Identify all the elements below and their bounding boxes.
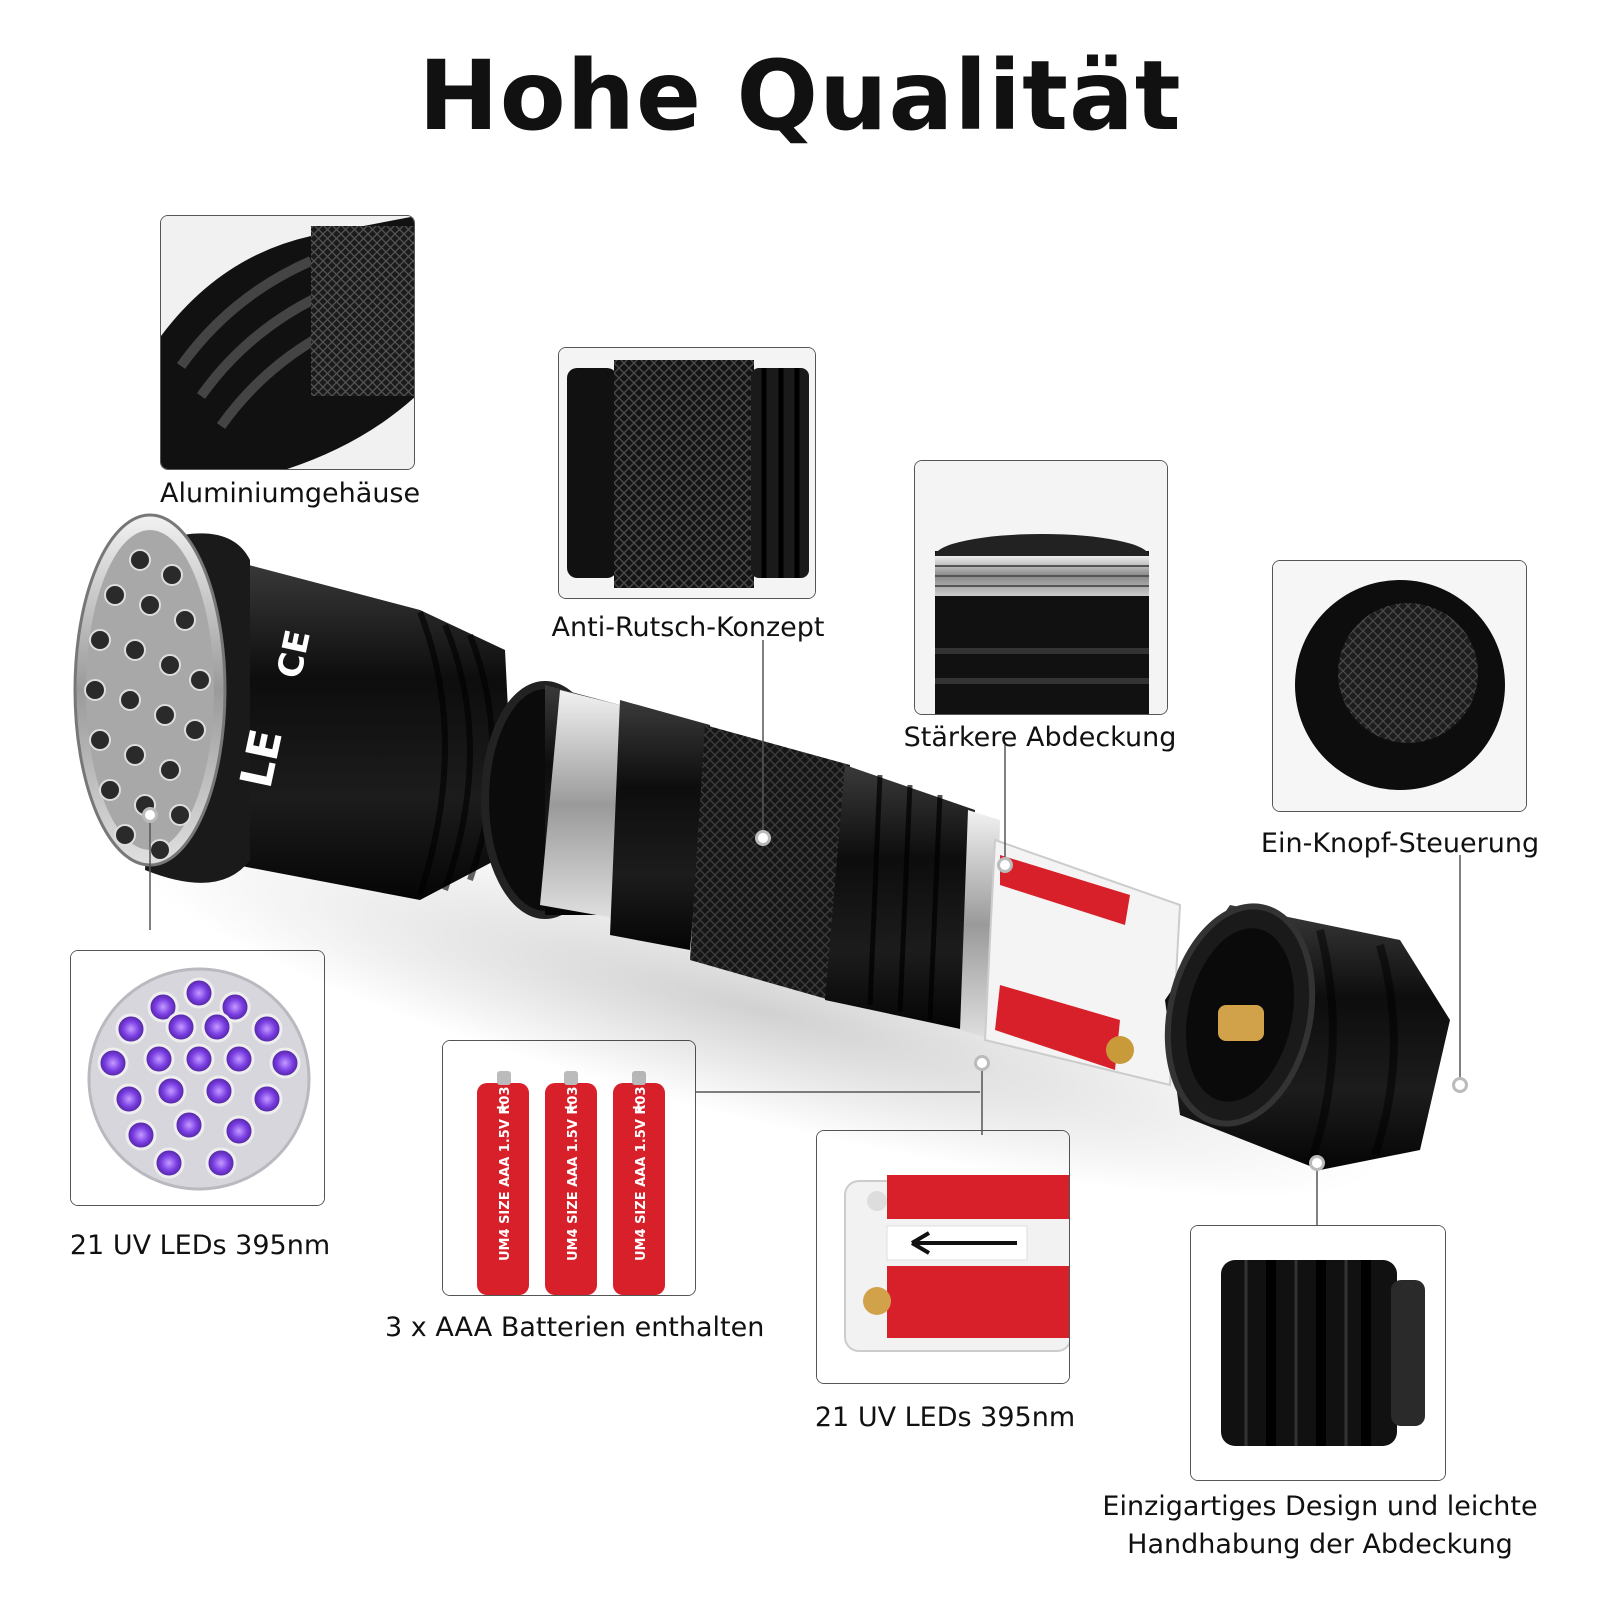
stronger-cap-detail-image bbox=[914, 460, 1168, 715]
design-label-line-2: Handhabung der Abdeckung bbox=[1127, 1529, 1513, 1560]
design-detail-image bbox=[1190, 1225, 1446, 1481]
push-button-photo bbox=[1273, 561, 1526, 811]
battery-holder-label: 21 UV LEDs 395nm bbox=[814, 1402, 1076, 1433]
led-callout-dot bbox=[142, 807, 158, 823]
battery-1: UM4 SIZE AAA 1.5V R03 + bbox=[477, 1071, 529, 1295]
aluminium-detail-image bbox=[160, 215, 415, 470]
battery-holder bbox=[983, 838, 1182, 1087]
battery-2: UM4 SIZE AAA 1.5V R03 + bbox=[545, 1071, 597, 1295]
tail-cap-photo bbox=[1191, 1226, 1445, 1480]
flashlight-head: LE CE bbox=[73, 513, 515, 900]
one-button-detail-image bbox=[1272, 560, 1527, 812]
aluminium-label: Aluminiumgehäuse bbox=[160, 478, 421, 509]
holder-callout-dot bbox=[974, 1055, 990, 1071]
uv-led-photo bbox=[71, 951, 324, 1205]
svg-text:UM4 SIZE AAA 1.5V R03: UM4 SIZE AAA 1.5V R03 bbox=[634, 1086, 649, 1261]
ce-mark: CE bbox=[270, 626, 319, 681]
svg-text:+: + bbox=[495, 1097, 510, 1118]
tail-cap bbox=[1164, 903, 1450, 1170]
design-callout-dot bbox=[1309, 1155, 1325, 1171]
design-label-line-1: Einzigartiges Design und leichte bbox=[1102, 1491, 1538, 1522]
aaa-batteries-photo: UM4 SIZE AAA 1.5V R03 + UM4 SIZE AAA 1.5… bbox=[443, 1041, 695, 1295]
flashlight-body bbox=[481, 681, 1000, 1040]
svg-text:UM4 SIZE AAA 1.5V R03: UM4 SIZE AAA 1.5V R03 bbox=[498, 1086, 513, 1261]
knurled-grip-photo bbox=[559, 348, 815, 598]
page-title: Hohe Qualität bbox=[418, 40, 1182, 152]
battery-3: UM4 SIZE AAA 1.5V R03 + bbox=[613, 1071, 665, 1295]
cap-callout-dot bbox=[997, 857, 1013, 873]
one-button-label: Ein-Knopf-Steuerung bbox=[1260, 828, 1540, 859]
brand-logo: LE bbox=[231, 725, 293, 792]
uv-led-label: 21 UV LEDs 395nm bbox=[69, 1230, 331, 1261]
uv-led-detail-image bbox=[70, 950, 325, 1206]
led-array bbox=[84, 549, 211, 861]
uv-led-dots bbox=[97, 977, 301, 1179]
svg-text:+: + bbox=[563, 1097, 578, 1118]
stronger-cap-label: Stärkere Abdeckung bbox=[903, 722, 1177, 753]
anti-slip-detail-image bbox=[558, 347, 816, 599]
thread-cap-photo bbox=[915, 461, 1167, 714]
button-callout-dot bbox=[1452, 1077, 1468, 1093]
svg-text:UM4 SIZE AAA 1.5V R03: UM4 SIZE AAA 1.5V R03 bbox=[566, 1086, 581, 1261]
design-label: Einzigartiges Design und leichte Handhab… bbox=[1080, 1488, 1560, 1564]
anti-slip-callout-dot bbox=[755, 830, 771, 846]
anti-slip-label: Anti-Rutsch-Konzept bbox=[551, 612, 825, 643]
svg-text:+: + bbox=[631, 1097, 646, 1118]
aluminium-thread-photo bbox=[161, 216, 414, 469]
batteries-label: 3 x AAA Batterien enthalten bbox=[385, 1312, 765, 1343]
